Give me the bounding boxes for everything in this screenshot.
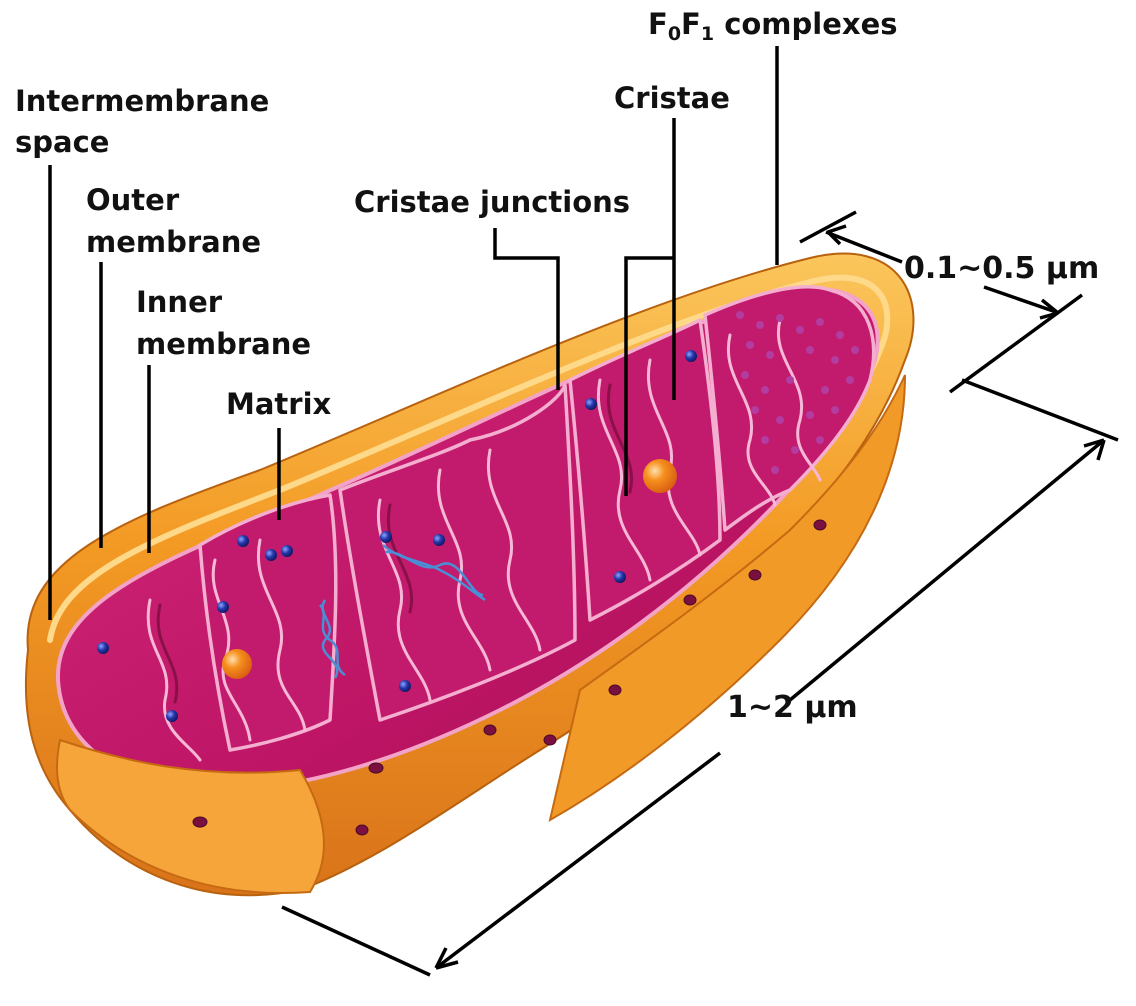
dimension-width-arrow (799, 210, 1084, 394)
label-width-dimension: 0.1~0.5 µm (904, 251, 1099, 286)
f0f1-particles (736, 311, 859, 474)
label-f0f1-complexes: F0F1 complexes (648, 7, 898, 45)
label-outer-membrane-line1: Outer (86, 183, 180, 217)
outer-membrane-front-left (56, 738, 325, 894)
ribosomes (222, 459, 677, 679)
label-inner-membrane-line1: Inner (136, 285, 223, 319)
dimension-length-arrow (281, 378, 1119, 977)
label-cristae-junctions: Cristae junctions (354, 185, 630, 219)
label-cristae: Cristae (614, 81, 730, 115)
matrix-granules (97, 350, 697, 722)
label-inner-membrane-line2: membrane (136, 327, 311, 361)
leader-lines (48, 46, 779, 620)
label-intermembrane-line2: space (15, 125, 109, 159)
outer-membrane-cutaway (548, 374, 906, 823)
label-intermembrane-line1: Intermembrane (15, 84, 269, 118)
membrane-pores (192, 519, 827, 836)
label-length-dimension: 1~2 µm (727, 690, 858, 725)
label-matrix: Matrix (226, 387, 332, 421)
label-outer-membrane-line2: membrane (86, 225, 261, 259)
mitochondrial-dna (318, 544, 486, 679)
